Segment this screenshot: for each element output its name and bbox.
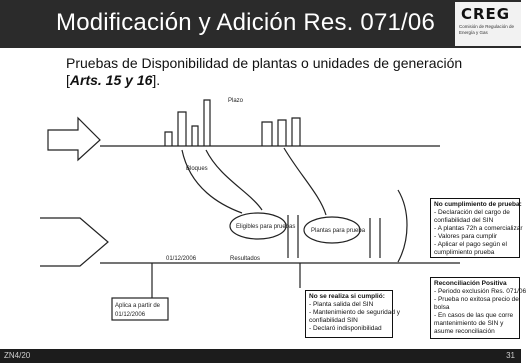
title-bar: Modificación y Adición Res. 071/06 CREG … [0,0,521,48]
left-box-line-2: 01/12/2006 [115,312,146,318]
note-right-top-line: - Declaración del cargo de [434,209,510,216]
ellipse-eligibles-label: Eligibles para pruebas [236,224,295,230]
note-right-top-line: cumplimiento prueba [434,249,495,256]
upper-arrow-shape [47,116,101,162]
subtitle-close: ]. [152,72,161,88]
note-right-top-line: - Aplicar el pago según el [434,241,507,248]
arrow-curve-1 [181,149,243,214]
note-right-bottom-line: asume reconciliación [434,328,495,335]
note-middle-line: - Planta salida del SIN [309,301,374,308]
note-middle: No se realiza si cumplió: - Planta salid… [305,290,401,338]
bar-group-1 [164,99,211,146]
left-note-box [111,297,169,321]
slide-title: Modificación y Adición Res. 071/06 [56,9,436,36]
note-middle-line: confiabilidad SIN [309,317,358,324]
note-right-bottom-line: bolsa [434,304,450,311]
label-mid-axis: 01/12/2006 [166,256,197,262]
note-middle-title: No se realiza si cumplió: [309,293,385,300]
note-right-top-line: - A plantas 72h a comercializar [434,225,523,232]
note-right-bottom-title: Reconciliación Positiva [434,280,507,287]
timeline-diagram: Plazo Bloques Eligibles para pruebas Pla… [40,98,460,321]
note-right-top-line: confiabilidad del SIN [434,217,494,224]
label-right-axis: Resultados [230,256,260,262]
page-number: 31 [506,351,515,360]
note-middle-line: - Declaró indisponibilidad [309,325,382,332]
right-hook [397,189,408,263]
note-right-bottom-line: - Prueba no exitosa precio de [434,296,519,303]
bar-group-2 [261,117,301,146]
note-right-bottom: Reconciliación Positiva - Periodo exclus… [430,277,526,339]
left-box-line-1: Aplica a partir de [115,303,161,309]
note-right-top: No cumplimiento de prueba: - Declaración… [430,198,523,258]
note-right-bottom-line: mantenimiento de SIN y [434,320,504,327]
label-plazo: Plazo [228,98,244,104]
note-middle-line: - Mantenimiento de seguridad y [309,309,401,316]
logo-word: CREG [461,5,511,23]
subtitle-text: Pruebas de Disponibilidad de plantas o u… [66,55,463,88]
slide-subtitle: Pruebas de Disponibilidad de plantas o u… [66,55,496,89]
arrow-curve-2 [205,149,263,211]
lower-chevron-shape [40,217,109,267]
note-right-top-line: - Valores para cumplir [434,233,498,240]
note-right-bottom-line: - Periodo exclusión Res. 071/06 [434,288,526,295]
note-right-bottom-line: - En casos de las que corre [434,312,514,319]
ellipse-1-text: Eligibles para pruebas [236,224,295,230]
note-right-top-title: No cumplimiento de prueba: [434,201,522,208]
ellipse-eligibles [229,212,287,240]
logo-subtitle: Comisión de Regulación de Energía y Gas [459,24,515,35]
ellipse-plantas [303,216,361,244]
ellipse-2-text: Plantas para prueba [311,228,366,234]
mid-bars [287,215,381,258]
ellipse-plantas-label: Plantas para prueba [311,228,366,234]
arrow-curve-3 [283,147,327,216]
subtitle-refs: Arts. 15 y 16 [69,72,153,88]
creg-logo: CREG Comisión de Regulación de Energía y… [455,2,521,46]
bottom-bar: ZN4/20 31 [0,349,521,363]
footer-left: ZN4/20 [4,351,31,360]
label-bloques: Bloques [186,166,208,172]
